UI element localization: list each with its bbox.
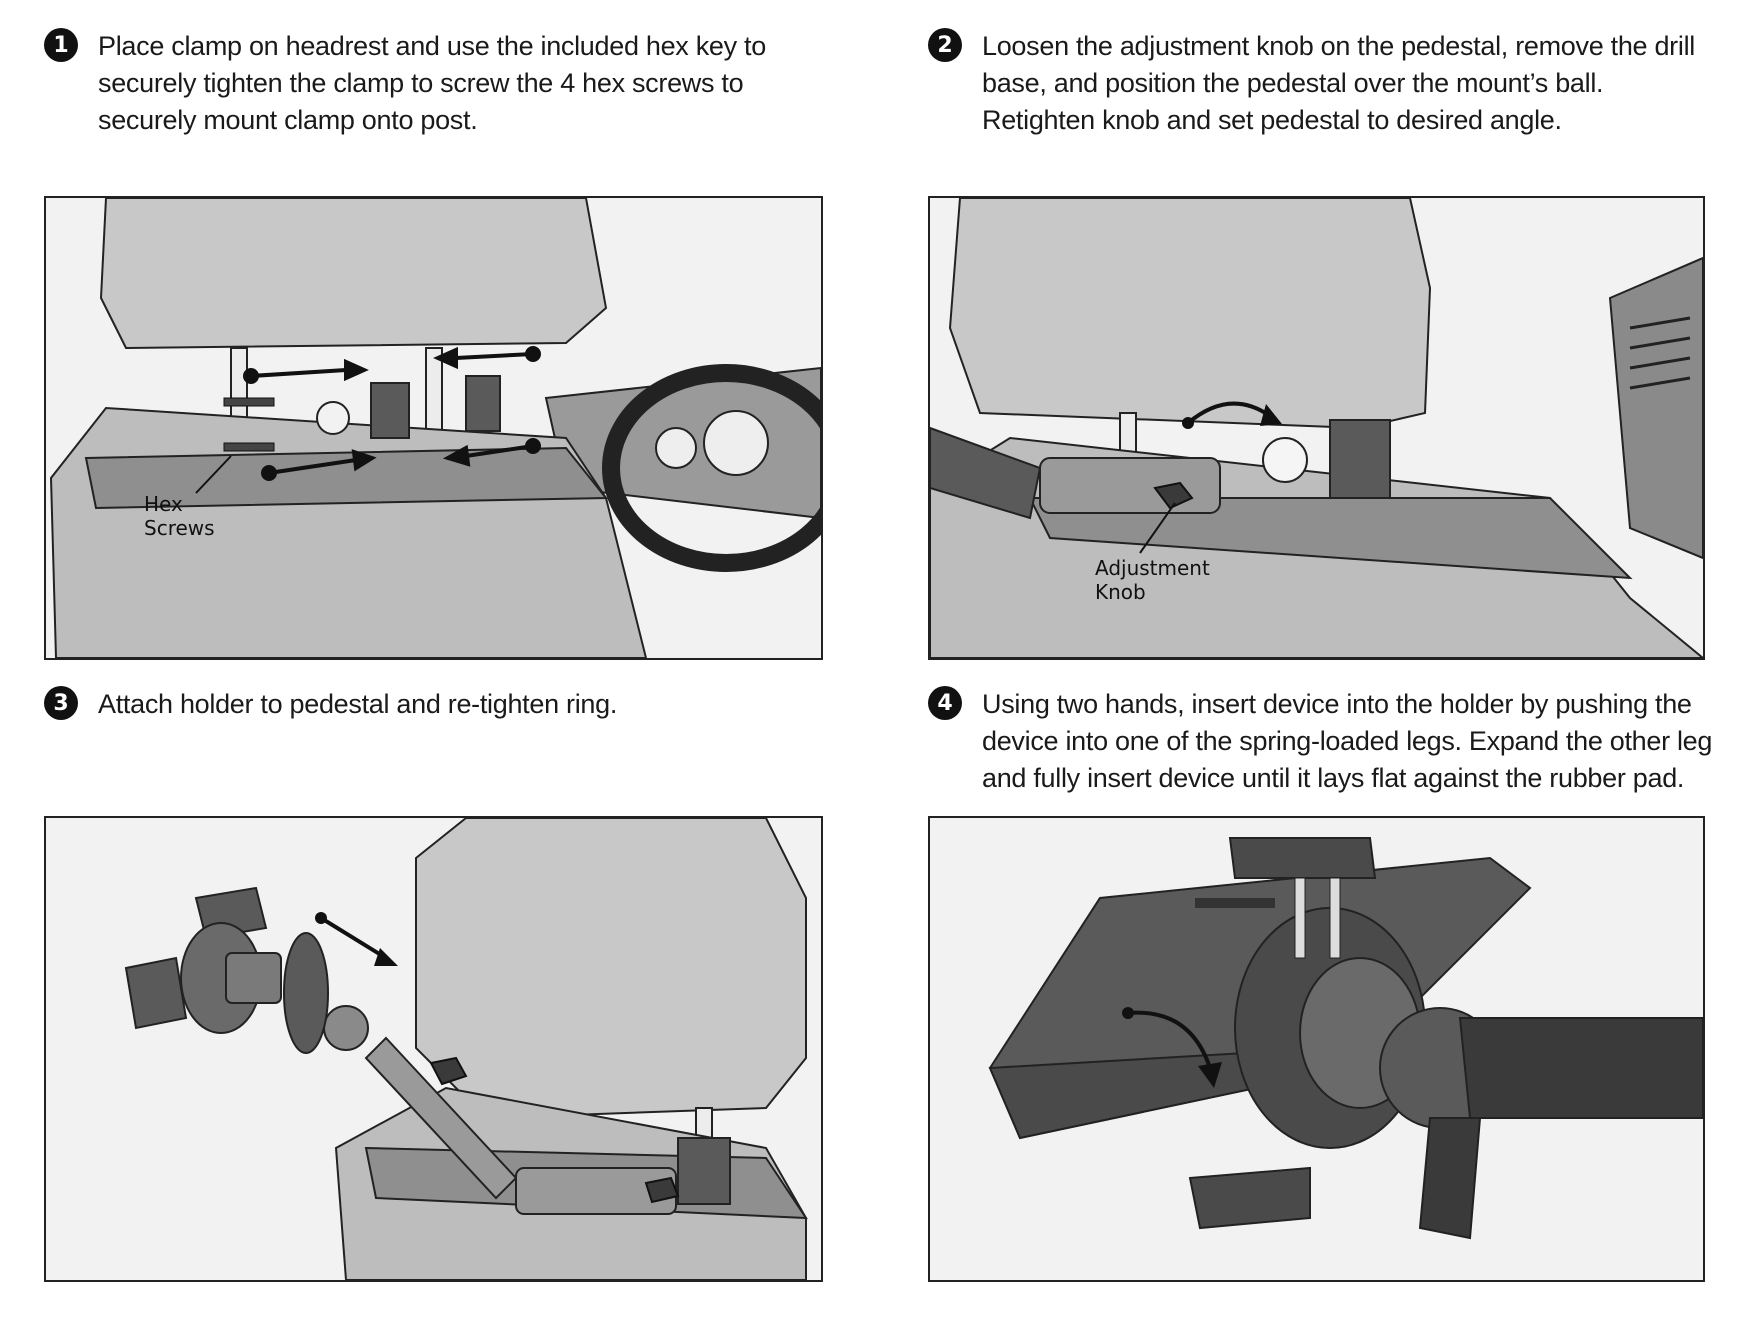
step-1-illustration: Hex Screws	[44, 196, 823, 660]
callout-hex-screws-line2: Screws	[144, 516, 215, 540]
step-4-illustration	[928, 816, 1705, 1282]
insert-device-illustration	[930, 818, 1703, 1280]
step-instruction: Loosen the adjustment knob on the pedest…	[982, 31, 1695, 135]
callout-hex-screws-line1: Hex	[144, 492, 183, 516]
pedestal-ball-illustration: Adjustment Knob	[930, 198, 1703, 658]
step-number-badge: 2	[928, 28, 962, 62]
callout-adjustment-knob-line2: Knob	[1095, 580, 1146, 604]
step-number-badge: 4	[928, 686, 962, 720]
step-instruction: Place clamp on headrest and use the incl…	[98, 31, 766, 135]
step-instruction: Attach holder to pedestal and re-tighten…	[98, 689, 618, 719]
step-2-illustration: Adjustment Knob	[928, 196, 1705, 660]
headrest-clamp-illustration: Hex Screws	[46, 198, 821, 658]
step-3-illustration	[44, 816, 823, 1282]
step-number-badge: 3	[44, 686, 78, 720]
callout-adjustment-knob-line1: Adjustment	[1095, 556, 1210, 580]
attach-holder-illustration	[46, 818, 821, 1280]
step-number-badge: 1	[44, 28, 78, 62]
step-instruction: Using two hands, insert device into the …	[982, 689, 1713, 793]
